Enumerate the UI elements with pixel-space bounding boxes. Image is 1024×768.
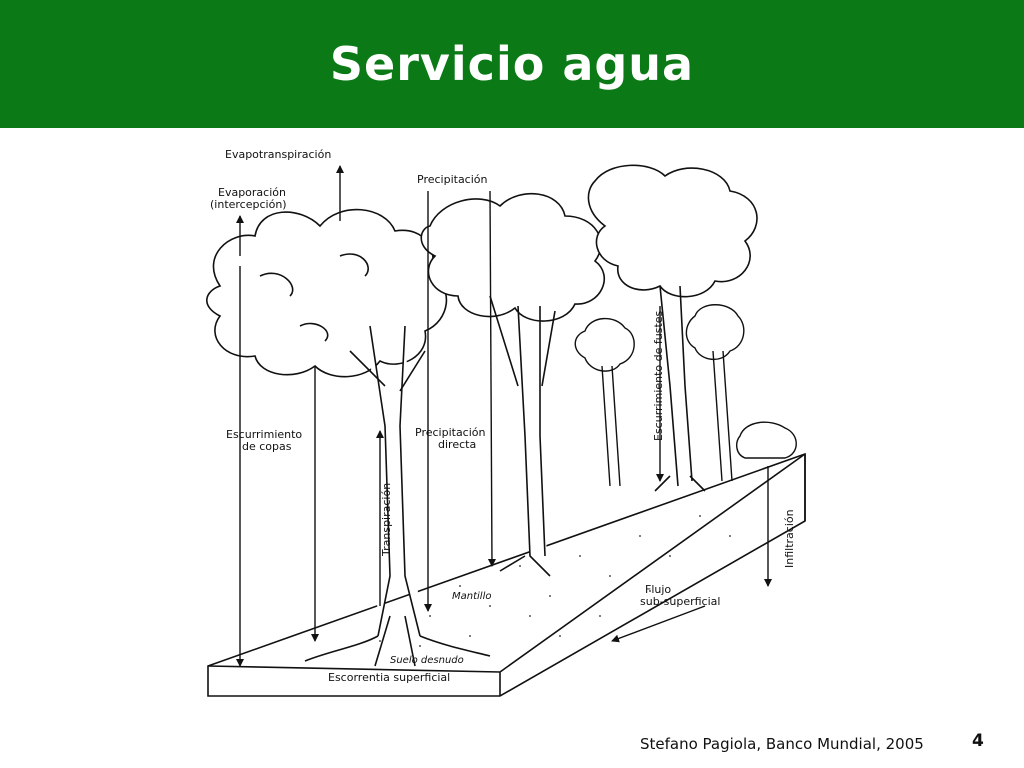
ground-slab: [207, 452, 806, 697]
small-tree-1: [574, 317, 635, 487]
arrow-precipitacion-directa: [487, 190, 496, 567]
label-flujo-1: Flujo: [645, 583, 671, 596]
bush-right: [736, 421, 797, 459]
diagram-canvas: Evapotranspiración Evaporación (intercep…: [206, 148, 806, 697]
label-evapotranspiracion: Evapotranspiración: [225, 148, 331, 161]
diagram-labels: Evapotranspiración Evaporación (intercep…: [210, 148, 796, 684]
title-bar: Servicio agua: [0, 0, 1024, 128]
small-tree-2: [685, 304, 745, 482]
label-escurrimiento-copas-1: Escurrimiento: [226, 428, 302, 441]
tall-tree-middle: [420, 192, 606, 577]
flow-arrows: [236, 165, 772, 667]
arrow-flujo: [611, 605, 706, 643]
label-precipitacion-directa-2: directa: [438, 438, 476, 451]
label-suelo-desnudo: Suelo desnudo: [390, 655, 464, 666]
label-escurrimiento-fustes: Escurrimiento de fustes: [652, 310, 665, 441]
forest-water-diagram: Evapotranspiración Evaporación (intercep…: [200, 136, 830, 706]
label-escurrimiento-copas-2: de copas: [242, 440, 292, 453]
soil-texture: [379, 515, 731, 647]
label-escorrentia: Escorrentia superficial: [328, 671, 450, 684]
label-precipitacion-directa-1: Precipitación: [415, 426, 486, 439]
label-evaporacion-2: (intercepción): [210, 198, 287, 211]
slide-footer: Stefano Pagiola, Banco Mundial, 2005: [640, 735, 924, 753]
label-evaporacion-1: Evaporación: [218, 186, 286, 199]
label-flujo-2: sub-superficial: [640, 595, 720, 608]
label-infiltracion: Infiltración: [783, 509, 796, 568]
label-precipitacion: Precipitación: [417, 173, 488, 186]
large-tree-left: [206, 208, 491, 667]
slide-title: Servicio agua: [329, 37, 695, 91]
page-number: 4: [972, 731, 984, 751]
tree-back-right: [587, 164, 758, 492]
label-mantillo: Mantillo: [452, 591, 491, 602]
label-transpiracion: Transpiración: [380, 483, 393, 557]
